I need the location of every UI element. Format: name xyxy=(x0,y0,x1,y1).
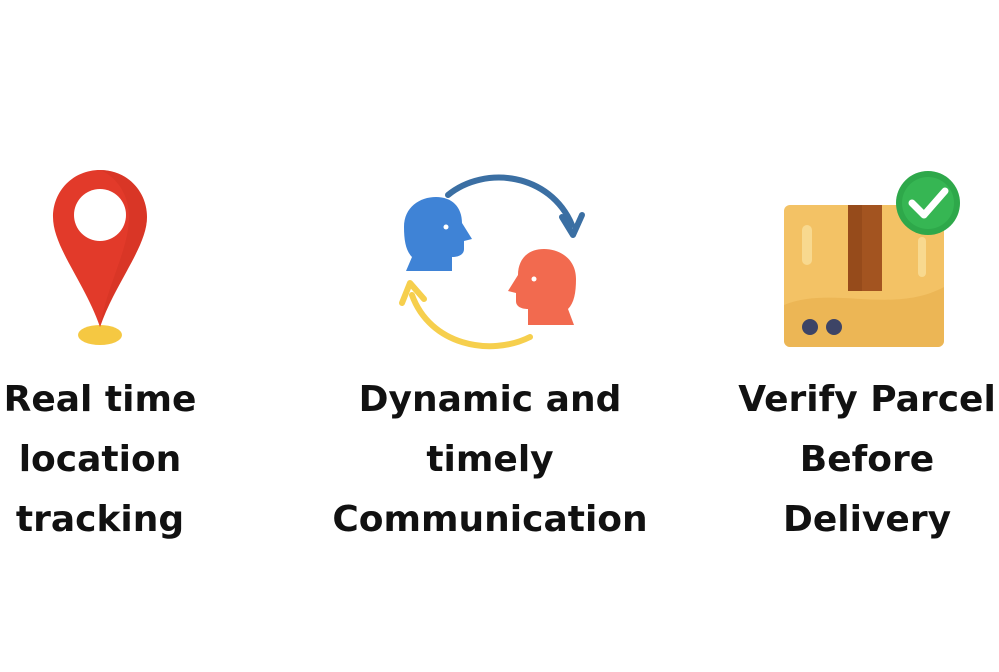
location-pin-icon xyxy=(0,165,260,355)
caption-line: location xyxy=(18,439,182,480)
feature-verify-parcel: Verify Parcel Before Delivery xyxy=(707,165,999,545)
feature-location-tracking: Real time location tracking xyxy=(0,165,260,545)
caption-line: Before xyxy=(799,439,935,480)
caption-line: Delivery xyxy=(782,499,952,540)
feature-caption: Verify Parcel Before Delivery xyxy=(707,370,999,550)
caption-line: Dynamic and xyxy=(358,379,622,420)
caption-line: timely xyxy=(426,439,554,480)
feature-caption: Real time location tracking xyxy=(0,370,260,550)
two-way-communication-icon xyxy=(330,165,650,355)
feature-communication: Dynamic and timely Communication xyxy=(330,165,650,545)
caption-line: Verify Parcel xyxy=(738,379,996,420)
feature-caption: Dynamic and timely Communication xyxy=(330,370,650,550)
caption-line: Communication xyxy=(332,499,648,540)
verified-parcel-icon xyxy=(707,165,999,355)
caption-line: tracking xyxy=(15,499,185,540)
caption-line: Real time xyxy=(3,379,197,420)
